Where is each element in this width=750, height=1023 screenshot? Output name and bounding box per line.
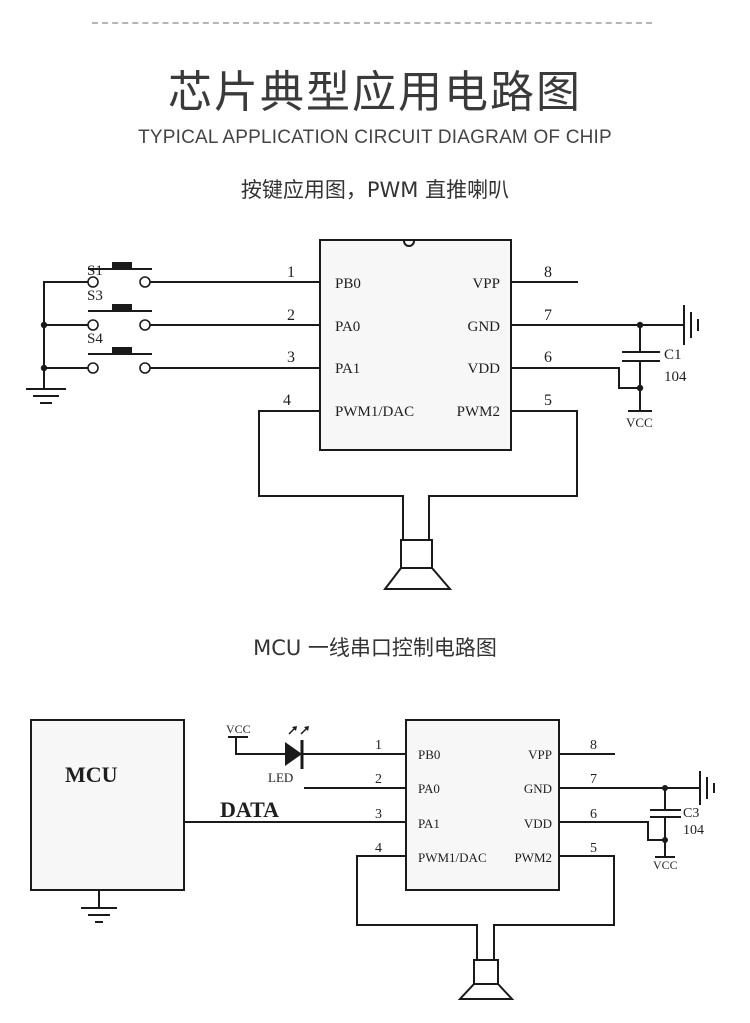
chip1-pin-label-pwm1: PWM1/DAC — [335, 404, 414, 420]
chip2-pin-label-vpp: VPP — [528, 747, 552, 762]
junction-dot — [40, 321, 48, 329]
diagram2: MCU DATA VCC LED 1 2 3 4 PB0 — [30, 719, 715, 1000]
chip2-pin1-num: 1 — [375, 738, 382, 753]
chip2-pin4-wire — [356, 855, 478, 960]
page-title: 芯片典型应用电路图 — [168, 67, 582, 118]
mcu-block — [30, 719, 185, 891]
chip1-pin-label-pa1: PA1 — [335, 361, 360, 377]
switch-s1 — [87, 262, 152, 288]
chip2-pin5-num: 5 — [590, 841, 597, 856]
junction-dot — [662, 837, 668, 843]
switch-s3 — [87, 304, 152, 331]
switch-s4 — [87, 347, 152, 374]
diagram1-caption: 按键应用图，PWM 直推喇叭 — [240, 178, 510, 202]
speaker-icon — [457, 959, 515, 1000]
chip1-pin5-num: 5 — [544, 392, 552, 409]
led-anode-wire — [235, 737, 285, 755]
capacitor-c1-value: 104 — [664, 369, 687, 385]
diagram1: 1 2 3 4 PB0 PA0 PA1 PWM1/DAC 8 7 6 5 VPP… — [26, 239, 699, 590]
data-label: DATA — [220, 797, 279, 822]
chip1-pin1-num: 1 — [287, 264, 295, 281]
ground-icon — [81, 907, 117, 923]
ground-icon — [26, 388, 66, 404]
chip1-pin-label-vpp: VPP — [472, 276, 500, 292]
chip1-pin7-num: 7 — [544, 307, 552, 324]
chip1-body — [319, 239, 512, 451]
chip2-pin-label-pwm2: PWM2 — [514, 850, 552, 865]
chip1-pin4-num: 4 — [283, 392, 291, 409]
chip2-pin4-num: 4 — [375, 841, 382, 856]
ground-bus — [43, 281, 88, 388]
chip2-pin-label-pb0: PB0 — [418, 747, 440, 762]
capacitor-c3-icon — [650, 809, 681, 818]
chip2-pin-label-vdd: VDD — [524, 816, 552, 831]
capacitor-c1-ref: C1 — [664, 347, 682, 363]
chip1-pin5-wire — [428, 410, 578, 540]
chip2-pin8-num: 8 — [590, 738, 597, 753]
chip1-pin3-num: 3 — [287, 349, 295, 366]
junction-dot — [636, 321, 644, 329]
capacitor-c1-icon — [622, 351, 660, 362]
chip1-pin-label-pa0: PA0 — [335, 319, 360, 335]
chip1-pin6-num: 6 — [544, 349, 552, 366]
chip2-pin5-wire — [493, 855, 615, 960]
chip2-pin-label-pwm1: PWM1/DAC — [418, 850, 487, 865]
chip2-pin3-num: 3 — [375, 807, 382, 822]
chip2-pin-label-gnd: GND — [524, 781, 552, 796]
chip2-pin-label-pa1: PA1 — [418, 816, 440, 831]
chip1-pin8-num: 8 — [544, 264, 552, 281]
led-label: LED — [268, 770, 293, 785]
switch-s3-label: S3 — [87, 288, 103, 304]
vcc-label: VCC — [626, 415, 653, 430]
vcc-label: VCC — [653, 858, 678, 872]
chip1-pin4-wire — [258, 410, 404, 540]
chip2-pin-label-pa0: PA0 — [418, 781, 440, 796]
chip2-pin7-num: 7 — [590, 772, 597, 787]
page-subtitle-en: TYPICAL APPLICATION CIRCUIT DIAGRAM OF C… — [138, 127, 612, 148]
diagram2-caption: MCU 一线串口控制电路图 — [253, 636, 497, 660]
junction-dot — [636, 384, 644, 392]
chip2-body — [405, 719, 560, 891]
chip2-pin6-num: 6 — [590, 807, 597, 822]
ground-icon — [699, 771, 715, 805]
chip1-pin-label-gnd: GND — [468, 319, 501, 335]
led-icon — [285, 726, 309, 769]
chip2-pin6-wire — [559, 821, 665, 841]
capacitor-c3-value: 104 — [683, 823, 704, 838]
speaker-icon — [382, 539, 453, 590]
chip2-pin2-num: 2 — [375, 772, 382, 787]
chip1-notch — [403, 240, 415, 247]
led-vcc-label: VCC — [226, 722, 251, 736]
switch-s1-label: S1 — [87, 263, 103, 279]
chip1-pin-label-vdd: VDD — [468, 361, 501, 377]
chip1-pin2-num: 2 — [287, 307, 295, 324]
junction-dot — [662, 785, 668, 791]
switch-s4-label: S4 — [87, 331, 103, 347]
junction-dot — [40, 364, 48, 372]
chip1-pin-label-pwm2: PWM2 — [457, 404, 500, 420]
top-divider — [92, 22, 652, 24]
chip1-pin-label-pb0: PB0 — [335, 276, 361, 292]
mcu-label: MCU — [65, 762, 118, 787]
ground-icon — [683, 305, 699, 345]
capacitor-c3-ref: C3 — [683, 806, 699, 821]
chip1-pin6-wire — [511, 367, 640, 389]
